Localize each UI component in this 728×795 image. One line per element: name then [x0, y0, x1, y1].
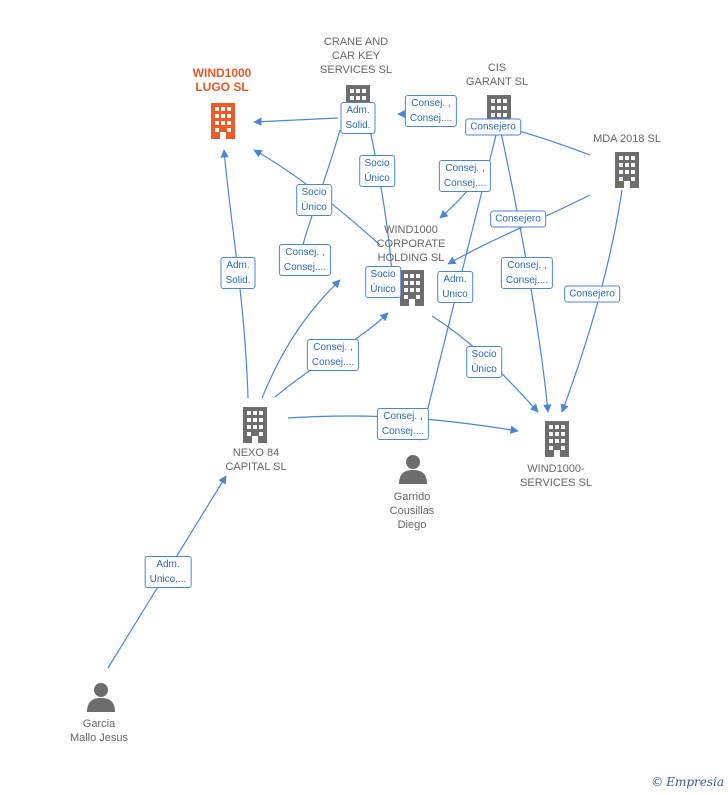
edge-label-3[interactable]: Consejero [465, 118, 521, 136]
node-label-nexo-84[interactable]: NEXO 84 CAPITAL SL [225, 447, 287, 473]
building-icon[interactable] [243, 407, 267, 443]
node-label-garrido[interactable]: Garrido Cousillas Diego [389, 491, 435, 531]
edge-label-15[interactable]: Socio Único [466, 346, 502, 378]
edge-9 [447, 194, 591, 265]
building-icon[interactable] [211, 103, 235, 139]
edge-label-9[interactable]: Consej. , Consej.... [278, 244, 332, 276]
node-label-wind1000-corporate[interactable]: WIND1000 CORPORATE HOLDING SL [376, 224, 446, 264]
brand-logo: Empresia [666, 775, 724, 789]
node-label-cis-garant[interactable]: CIS GARANT SL [465, 62, 529, 88]
building-icon[interactable] [545, 421, 569, 457]
edge-label-10[interactable]: Socio Único [365, 266, 401, 298]
copyright-icon: © [651, 775, 664, 789]
edge-1 [253, 117, 339, 126]
edge-label-13[interactable]: Consejero [564, 285, 620, 303]
edge-label-11[interactable]: Adm. Unico [437, 271, 473, 303]
node-label-garcia[interactable]: Garcia Mallo Jesus [69, 718, 129, 744]
person-icon[interactable] [399, 455, 427, 484]
edge-10 [560, 189, 623, 413]
edge-label-12[interactable]: Consej. , Consej.... [500, 257, 554, 289]
edge-label-2[interactable]: Consej. , Consej.... [404, 95, 458, 127]
building-icon[interactable] [615, 152, 639, 188]
edge-label-16[interactable]: Consej. , Consej.... [376, 408, 430, 440]
edge-label-8[interactable]: Adm. Solid. [220, 257, 256, 289]
node-label-crane[interactable]: CRANE AND CAR KEY SERVICES SL [320, 36, 392, 76]
person-icon[interactable] [87, 683, 115, 712]
node-label-wind1000-lugo[interactable]: WIND1000 LUGO SL [192, 66, 252, 94]
edge-label-7[interactable]: Consejero [490, 210, 546, 228]
edge-label-4[interactable]: Socio Único [296, 184, 332, 216]
edge-label-14[interactable]: Consej. , Consej.... [306, 339, 360, 371]
node-label-mda-2018[interactable]: MDA 2018 SL [593, 133, 661, 145]
edge-label-1[interactable]: Adm. Solid. [340, 102, 376, 134]
edge-label-6[interactable]: Socio Único [359, 155, 395, 187]
edge-13 [261, 279, 341, 399]
edge-label-17[interactable]: Adm. Unico,... [144, 556, 192, 588]
edge-label-5[interactable]: Consej. , Consej.... [438, 160, 492, 192]
node-label-wind1000-services[interactable]: WIND1000- SERVICES SL [520, 463, 592, 489]
brand-footer: ©Empresia [651, 775, 724, 789]
building-icon[interactable] [400, 270, 424, 306]
